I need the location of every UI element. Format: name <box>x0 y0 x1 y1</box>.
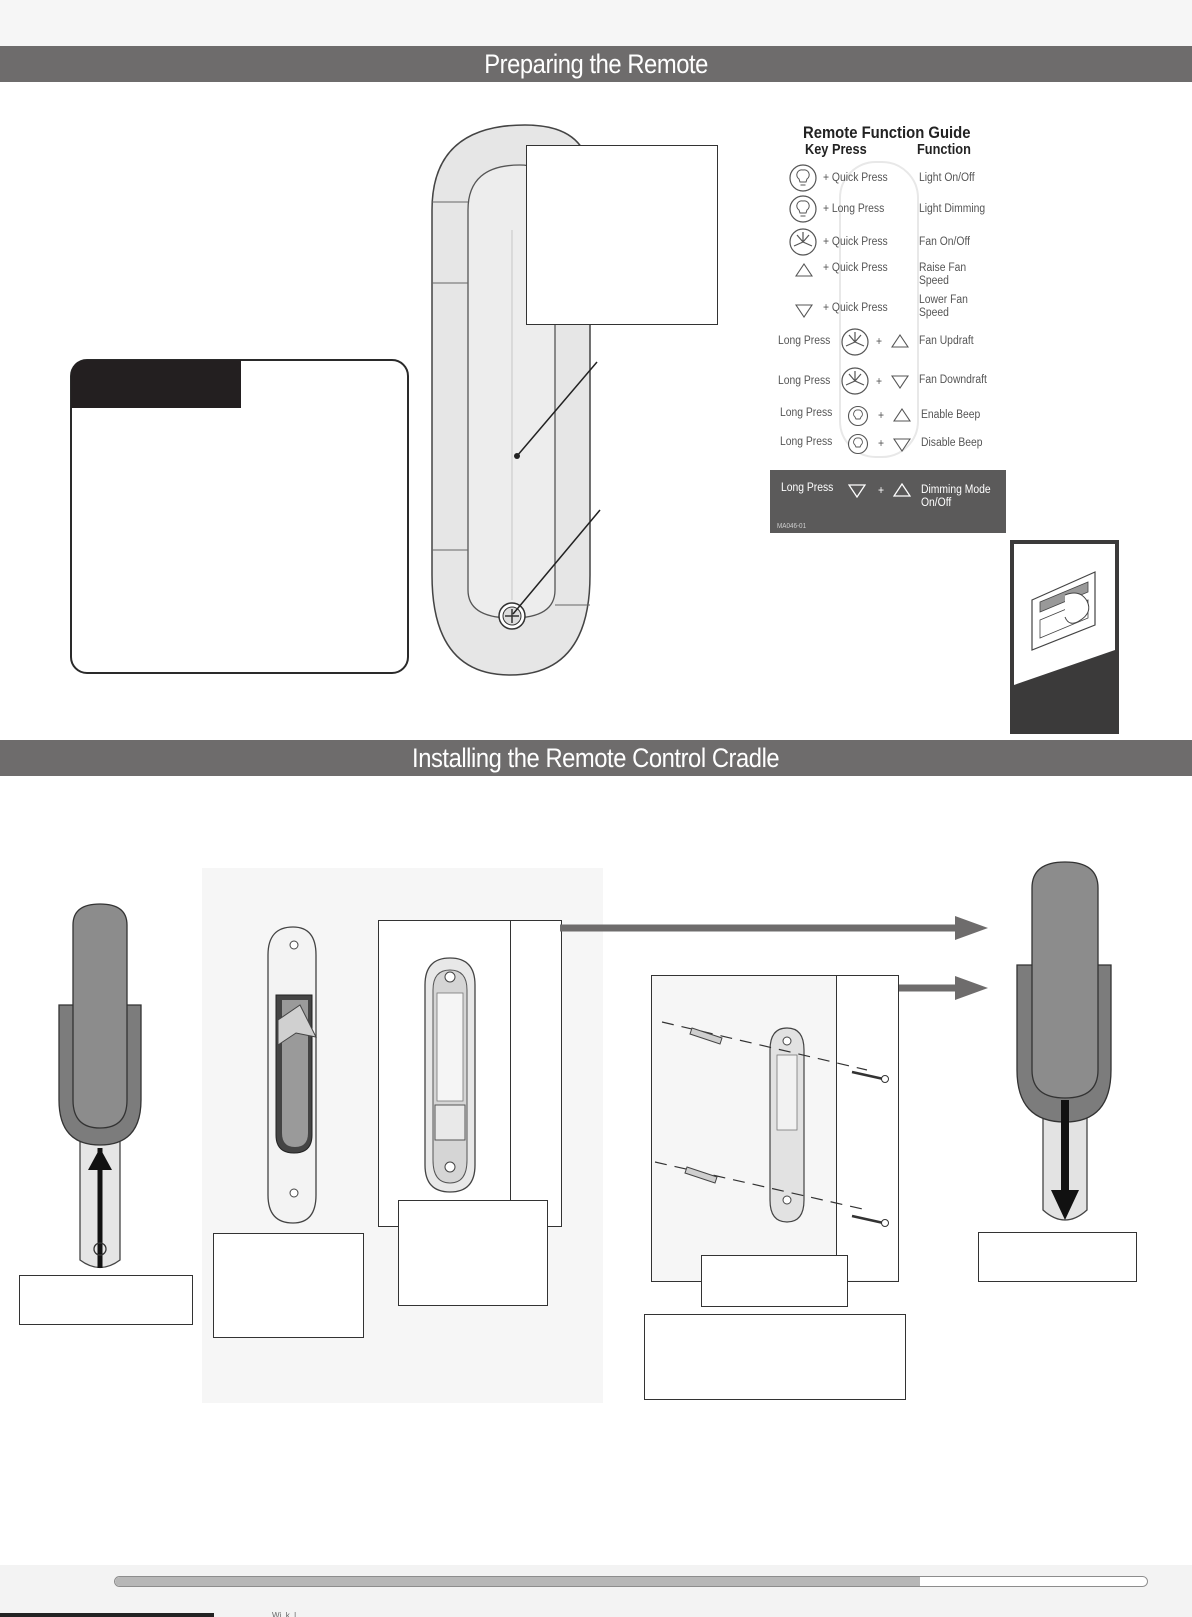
screws-note-box <box>644 1314 906 1400</box>
screw-icon <box>851 1070 889 1083</box>
up-arrow-icon <box>893 408 911 422</box>
screws-caption-box <box>701 1255 848 1307</box>
guide-row-function: Disable Beep <box>921 437 983 449</box>
guide-row-function: Raise Fan Speed <box>919 262 967 287</box>
direction-arrows <box>560 916 988 1000</box>
section-banner-cradle: Installing the Remote Control Cradle <box>0 740 1192 776</box>
screws-illustration <box>654 1021 889 1227</box>
callout-box <box>70 359 409 674</box>
step1-caption-box <box>19 1275 193 1325</box>
guide-row-key: + Long Press <box>823 203 885 215</box>
section-title-cradle: Installing the Remote Control Cradle <box>412 743 780 773</box>
guide-row-prefix: Long Press <box>780 436 833 448</box>
wall-caption-box-1 <box>398 1200 548 1306</box>
guide-col-function: Function <box>917 142 971 158</box>
wall-anchor-icon <box>689 1027 723 1045</box>
guide-row-function: Light On/Off <box>919 172 975 184</box>
fan-icon <box>841 328 869 356</box>
section-banner-preparing: Preparing the Remote <box>0 46 1192 82</box>
guide-row-function: Fan Downdraft <box>919 374 987 386</box>
final-caption-box <box>978 1232 1137 1282</box>
guide-row-function: Lower Fan Speed <box>919 294 968 319</box>
wall-switch-illustration <box>1010 540 1119 734</box>
guide-row-function: Light Dimming <box>919 203 986 215</box>
cradle-illustration <box>267 926 317 1224</box>
down-arrow-icon <box>795 304 813 318</box>
section-title-preparing: Preparing the Remote <box>484 49 708 79</box>
light-bulb-icon <box>789 195 817 223</box>
top-margin <box>0 0 1192 46</box>
down-arrow-icon <box>848 484 866 498</box>
guide-row-key: + Quick Press <box>823 262 888 274</box>
guide-row-function: Dimming Mode On/Off <box>921 484 991 509</box>
guide-row-function: Enable Beep <box>921 409 981 421</box>
footer-progress-bar <box>114 1576 1148 1587</box>
guide-background-remote <box>839 161 919 458</box>
guide-row-key: + Quick Press <box>823 302 888 314</box>
screw-icon <box>851 1214 889 1227</box>
guide-row-prefix: Long Press <box>778 375 831 387</box>
guide-title: Remote Function Guide <box>803 124 971 142</box>
footer-fragment: Wi..k..l <box>272 1611 296 1617</box>
up-arrow-icon <box>891 334 909 348</box>
callout-tab <box>71 360 241 408</box>
fan-icon <box>789 228 817 256</box>
down-arrow-icon <box>891 375 909 389</box>
guide-row-key: + Quick Press <box>823 172 888 184</box>
footer-rule <box>0 1613 214 1617</box>
light-bulb-icon <box>847 405 869 427</box>
up-arrow-icon <box>795 263 813 277</box>
cradle-caption-box <box>213 1233 364 1338</box>
guide-row-plus: + <box>876 336 883 348</box>
fan-icon <box>841 367 869 395</box>
remote-callout-box <box>526 145 718 325</box>
light-bulb-icon <box>847 433 869 455</box>
footer-progress-fill <box>115 1577 920 1586</box>
guide-row-plus: + <box>878 438 885 450</box>
guide-code: MA046-01 <box>777 523 807 530</box>
guide-row-plus: + <box>876 376 883 388</box>
guide-row-plus: + <box>878 485 885 497</box>
guide-col-key: Key Press <box>805 142 867 158</box>
up-arrow-icon <box>893 483 911 497</box>
guide-row-function: Fan Updraft <box>919 335 974 347</box>
guide-row-prefix: Long Press <box>780 407 833 419</box>
mounted-cradle-illustration <box>424 957 476 1193</box>
footer <box>0 1565 1192 1617</box>
light-bulb-icon <box>789 164 817 192</box>
wall-anchor-icon <box>684 1166 718 1184</box>
guide-row-prefix: Long Press <box>778 335 831 347</box>
wall-edge-2 <box>836 976 898 1280</box>
guide-row-prefix: Long Press <box>781 482 834 494</box>
guide-row-key: + Quick Press <box>823 236 888 248</box>
wall-edge-line <box>510 921 512 1225</box>
remote-into-cradle-illustration <box>1016 861 1112 1221</box>
guide-row-plus: + <box>878 410 885 422</box>
guide-row-function: Fan On/Off <box>919 236 971 248</box>
guide-highlight-row: Long Press + Dimming Mode On/Off MA046-0… <box>770 470 1006 533</box>
remote-in-cradle-illustration <box>58 903 142 1269</box>
down-arrow-icon <box>893 438 911 452</box>
